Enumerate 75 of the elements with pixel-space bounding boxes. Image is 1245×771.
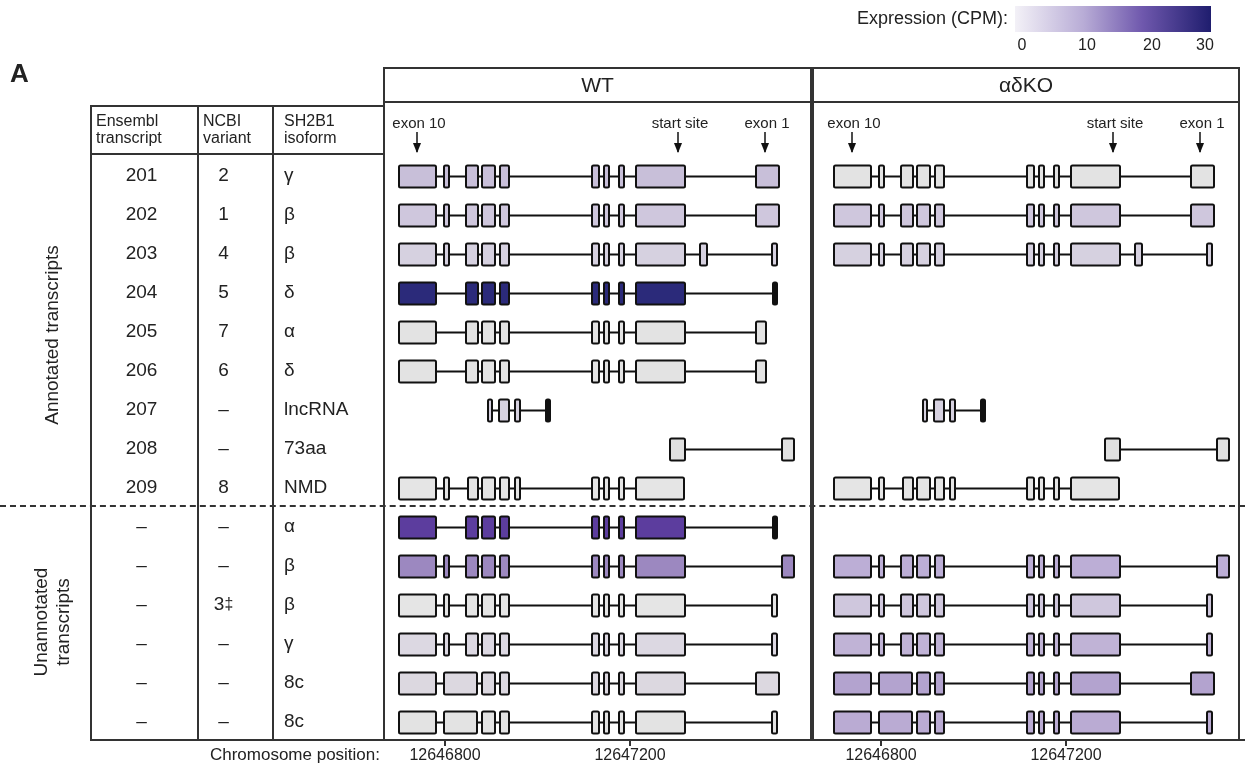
isoform-name: γ	[283, 630, 295, 655]
isoform-name: 73aa	[283, 435, 328, 460]
axis-tick-label: 12647200	[1030, 746, 1102, 764]
isoform-name: lncRNA	[283, 396, 350, 421]
axis-tick-label: 12647200	[594, 746, 666, 764]
annotation-label: exon 1	[722, 114, 812, 132]
transcript-id: 201	[92, 155, 199, 194]
panel-title: WT	[581, 73, 614, 97]
transcript-id: –	[92, 623, 199, 662]
isoform-name: 8c	[283, 669, 306, 694]
transcript-id: 206	[92, 350, 199, 389]
annotation-label: start site	[635, 114, 725, 132]
variant-number: 8	[199, 467, 274, 506]
pointer-arrow	[673, 131, 683, 154]
column-header: SH2B1 isoform	[274, 107, 383, 155]
pointer-arrow	[847, 131, 857, 154]
isoform-name: β	[283, 591, 296, 616]
variant-number: 7	[199, 311, 274, 350]
column-header: NCBI variant	[199, 107, 274, 155]
transcript-id: 204	[92, 272, 199, 311]
isoform-name: β	[283, 201, 296, 226]
pointer-arrow	[1108, 131, 1118, 154]
pointer-arrow	[1195, 131, 1205, 154]
annotation-label: exon 10	[809, 114, 899, 132]
isoform-name: NMD	[283, 474, 329, 499]
isoform-name: γ	[283, 162, 295, 187]
annotation-label: exon 1	[1157, 114, 1245, 132]
panel-frame	[383, 67, 812, 740]
transcript-id: 208	[92, 428, 199, 467]
scale-tick-label: 10	[1078, 36, 1096, 54]
variant-number: 5	[199, 272, 274, 311]
row-group-label: Annotated transcripts	[41, 244, 63, 427]
variant-number: 4	[199, 233, 274, 272]
transcript-id: –	[92, 545, 199, 584]
variant-number: 6	[199, 350, 274, 389]
row-group-label: Unannotated transcripts	[30, 566, 74, 679]
panel-frame	[812, 67, 1240, 740]
variant-number: –	[199, 506, 274, 545]
isoform-name: α	[283, 513, 296, 538]
panel-letter: A	[10, 58, 29, 89]
variant-number: –	[199, 389, 274, 428]
variant-number: –	[199, 545, 274, 584]
transcript-id: 203	[92, 233, 199, 272]
transcript-id: 205	[92, 311, 199, 350]
transcript-id: –	[92, 506, 199, 545]
pointer-arrow	[412, 131, 422, 154]
variant-number: –	[199, 428, 274, 467]
variant-number: 1	[199, 194, 274, 233]
axis-tick-label: 12646800	[409, 746, 481, 764]
scale-tick-label: 0	[1017, 36, 1027, 54]
axis-title: Chromosome position:	[209, 745, 380, 765]
variant-number: 2	[199, 155, 274, 194]
pointer-arrow	[760, 131, 770, 154]
isoform-name: δ	[283, 357, 296, 382]
isoform-name: β	[283, 552, 296, 577]
scale-title: Expression (CPM):	[856, 8, 1008, 29]
variant-number: –	[199, 623, 274, 662]
annotation-label: start site	[1070, 114, 1160, 132]
column-header: Ensembl transcript	[92, 107, 199, 155]
axis-tick-label: 12646800	[845, 746, 917, 764]
variant-number: –	[199, 662, 274, 701]
transcript-id: –	[92, 662, 199, 701]
scale-tick-label: 30	[1196, 36, 1214, 54]
variant-number: –	[199, 701, 274, 740]
transcript-id: 209	[92, 467, 199, 506]
transcript-id: –	[92, 584, 199, 623]
isoform-name: α	[283, 318, 296, 343]
transcript-id: –	[92, 701, 199, 740]
transcript-id: 207	[92, 389, 199, 428]
isoform-name: β	[283, 240, 296, 265]
isoform-name: δ	[283, 279, 296, 304]
scale-tick-label: 20	[1143, 36, 1161, 54]
transcript-id: 202	[92, 194, 199, 233]
panel-title: αδKO	[998, 73, 1054, 97]
isoform-name: 8c	[283, 708, 306, 733]
